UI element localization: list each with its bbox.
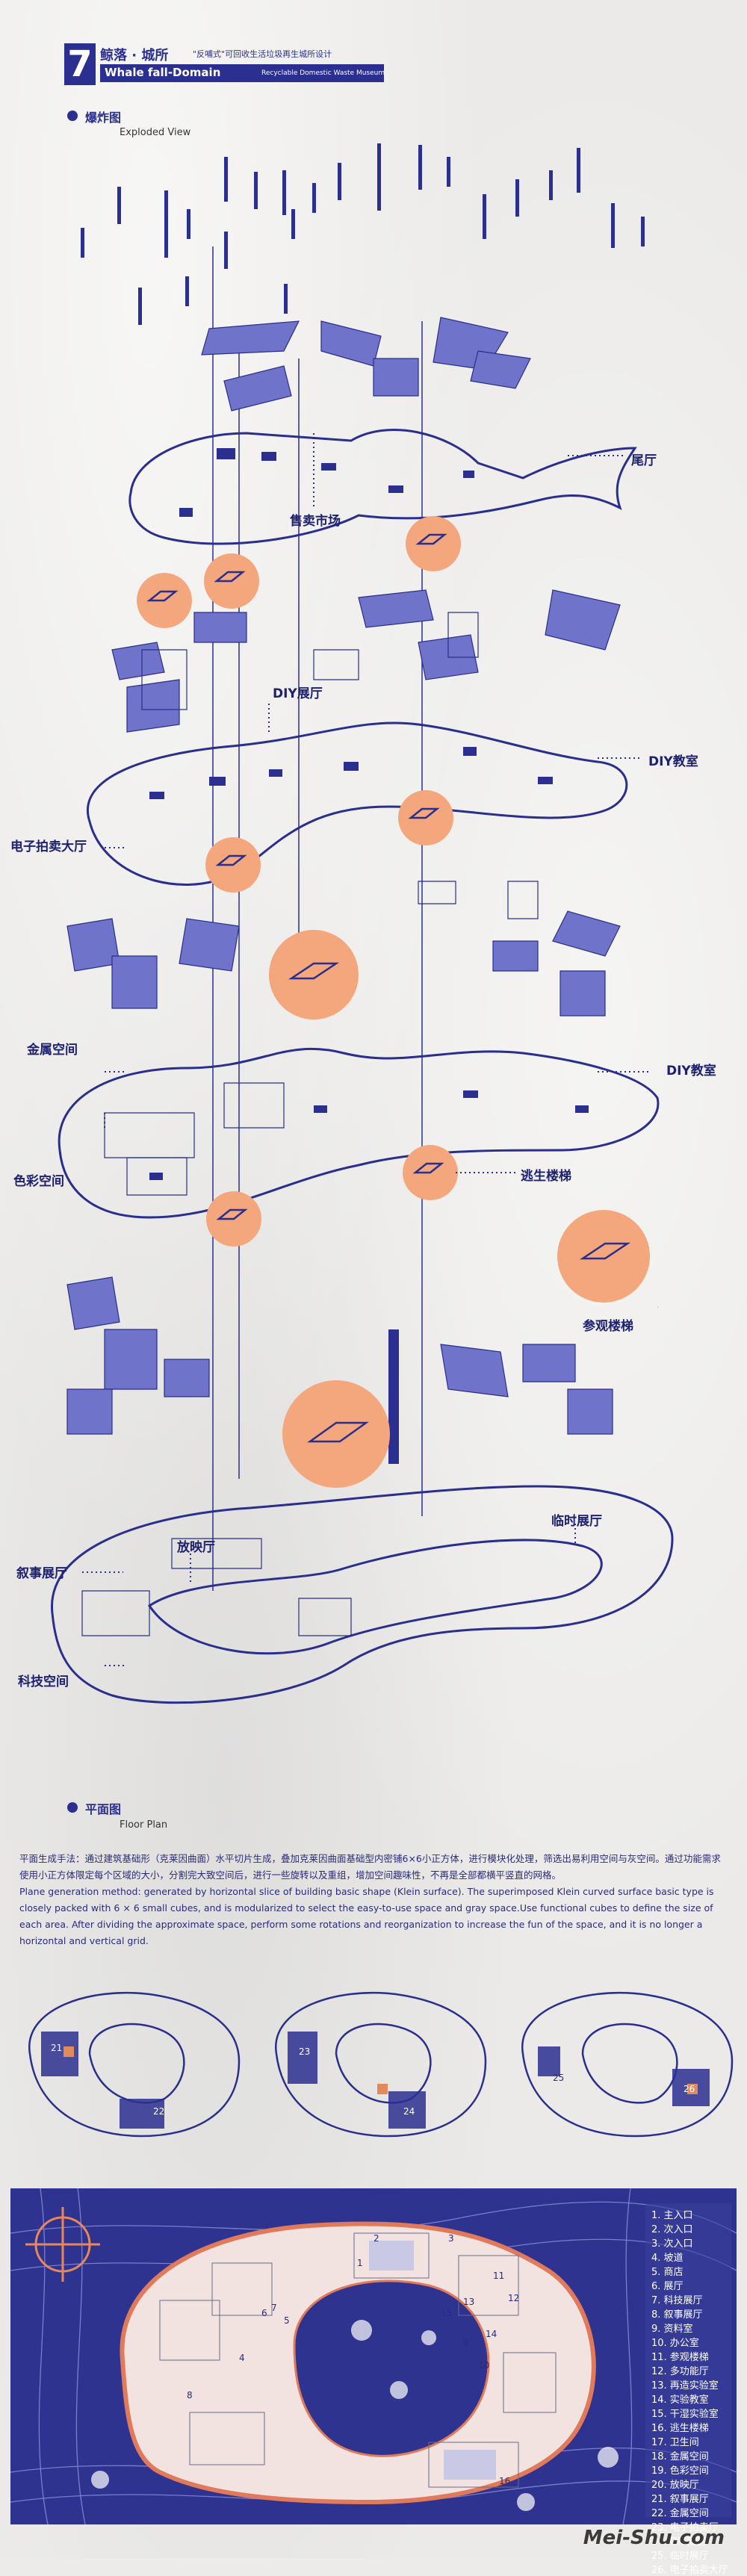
mini-floor-plans xyxy=(28,1991,734,2138)
plan-num: 6 xyxy=(261,2308,267,2318)
legend-item: 11. 参观楼梯 xyxy=(651,2352,709,2363)
column-bars xyxy=(81,143,645,325)
legend-item: 21. 叙事展厅 xyxy=(651,2494,709,2505)
title-band xyxy=(100,64,384,82)
level-3-cubes xyxy=(66,910,621,1017)
legend-item: 15. 干湿实验室 xyxy=(651,2409,719,2420)
legend-item: 6. 展厅 xyxy=(651,2281,684,2292)
plan-legend: 1. 主入口 2. 次入口 3. 次入口 4. 坡道 5. 商店 6. 展厅 7… xyxy=(651,2207,728,2576)
label-tail-hall: 尾厅 xyxy=(631,453,657,468)
subtitle-en: Recyclable Domestic Waste Museum xyxy=(261,69,385,77)
mini-num-23: 23 xyxy=(299,2046,311,2057)
plan-num: 7 xyxy=(271,2303,277,2313)
paragraph-cn: 平面生成手法：通过建筑基础形（克莱因曲面）水平切片生成，叠加克莱因曲面基础型内密… xyxy=(19,1853,721,1881)
plan-num: 15 xyxy=(441,2308,453,2318)
legend-item: 8. 叙事展厅 xyxy=(651,2309,703,2321)
plan-num: 9 xyxy=(463,2338,469,2348)
plan-num: 16 xyxy=(499,2476,511,2486)
legend-item: 7. 科技展厅 xyxy=(651,2295,703,2306)
mini-num-22: 22 xyxy=(153,2106,165,2117)
label-temp-hall: 临时展厅 xyxy=(551,1514,602,1529)
section-number: 7 xyxy=(64,43,96,85)
exploded-heading-cn: 爆炸图 xyxy=(85,111,122,125)
title-cn: 鲸落 · 城所 xyxy=(100,48,169,63)
label-market: 售卖市场 xyxy=(290,514,341,529)
floorplan-paragraph: 平面生成手法：通过建筑基础形（克莱因曲面）水平切片生成，叠加克莱因曲面基础型内密… xyxy=(19,1851,729,1949)
legend-item: 25. 临时展厅 xyxy=(651,2551,709,2562)
legend-item: 18. 金属空间 xyxy=(651,2451,709,2462)
legend-item: 22. 金属空间 xyxy=(651,2508,709,2519)
exploded-view-diagram xyxy=(51,143,674,1704)
floorplan-heading-en: Floor Plan xyxy=(120,1819,168,1831)
plan-num: 12 xyxy=(508,2293,520,2303)
title-en: Whale fall-Domain xyxy=(105,66,221,79)
site-plan xyxy=(10,2188,737,2524)
legend-item: 19. 色彩空间 xyxy=(651,2465,709,2477)
mini-num-21: 21 xyxy=(51,2043,63,2053)
level-5-slab xyxy=(51,1485,674,1704)
legend-item: 4. 坡道 xyxy=(651,2253,684,2264)
mini-num-26: 26 xyxy=(684,2084,695,2094)
label-visit-stair: 参观楼梯 xyxy=(583,1319,633,1334)
label-tech: 科技空间 xyxy=(18,1675,69,1689)
plan-num: 4 xyxy=(239,2353,245,2363)
legend-item: 23. 电子拍卖厅 xyxy=(651,2522,719,2533)
label-diy-class-1: DIY教室 xyxy=(648,754,698,769)
legend-item: 1. 主入口 xyxy=(651,2210,693,2221)
plan-num: 11 xyxy=(493,2271,505,2281)
plan-num: 8 xyxy=(187,2390,193,2400)
label-auction: 电子拍卖大厅 xyxy=(10,839,87,854)
subtitle-cn: "反哺式"可回收生活垃圾再生城所设计 xyxy=(193,49,332,59)
level-3-slab xyxy=(58,1047,660,1219)
stair-circles xyxy=(137,516,650,1488)
legend-item: 3. 次入口 xyxy=(651,2238,693,2250)
plan-num: 14 xyxy=(486,2329,498,2339)
plan-num: 5 xyxy=(284,2315,290,2326)
legend-item: 17. 卫生间 xyxy=(651,2437,699,2448)
legend-item: 13. 再造实验室 xyxy=(651,2380,719,2392)
label-escape-stair: 逃生楼梯 xyxy=(521,1169,571,1184)
legend-item: 16. 逃生楼梯 xyxy=(651,2423,709,2434)
label-metal: 金属空间 xyxy=(27,1043,78,1058)
legend-item: 10. 办公室 xyxy=(651,2338,699,2349)
legend-item: 14. 实验教室 xyxy=(651,2395,709,2406)
level-1-cubes xyxy=(201,317,531,412)
legend-item: 5. 商店 xyxy=(651,2267,684,2278)
floorplan-heading-cn: 平面图 xyxy=(85,1802,122,1816)
mini-num-24: 24 xyxy=(403,2106,415,2117)
label-narrative: 叙事展厅 xyxy=(16,1566,67,1581)
level-4-cubes xyxy=(66,1276,613,1435)
plan-num: 13 xyxy=(463,2297,475,2307)
level-2-slab xyxy=(87,721,628,886)
paragraph-en: Plane generation method: generated by ho… xyxy=(19,1886,714,1946)
plan-num: 3 xyxy=(448,2233,454,2244)
plan-num: 1 xyxy=(357,2258,363,2268)
watermark-logo: Mei-Shu.com xyxy=(583,2527,725,2549)
label-diy-hall: DIY展厅 xyxy=(273,686,323,701)
legend-item: 20. 放映厅 xyxy=(651,2480,699,2491)
stair-icons xyxy=(146,533,631,1443)
exploded-heading-en: Exploded View xyxy=(120,127,191,138)
legend-item: 12. 多功能厅 xyxy=(651,2366,709,2377)
mini-num-25: 25 xyxy=(553,2073,565,2083)
plan-num: 2 xyxy=(374,2233,379,2244)
label-screening: 放映厅 xyxy=(177,1540,215,1555)
section-bullet-icon xyxy=(67,1802,78,1813)
label-color: 色彩空间 xyxy=(13,1174,64,1189)
legend-item: 9. 资料室 xyxy=(651,2324,693,2335)
level-1-slab xyxy=(128,429,637,545)
legend-item: 2. 次入口 xyxy=(651,2224,693,2235)
legend-item: 24. DIY教室 xyxy=(651,2536,706,2548)
compass-icon xyxy=(25,2207,100,2282)
plan-num: 10 xyxy=(478,2360,490,2371)
label-diy-class-2: DIY教室 xyxy=(666,1064,716,1078)
legend-item: 26. 电子拍卖大厅 xyxy=(651,2565,728,2576)
section-bullet-icon xyxy=(67,111,78,121)
